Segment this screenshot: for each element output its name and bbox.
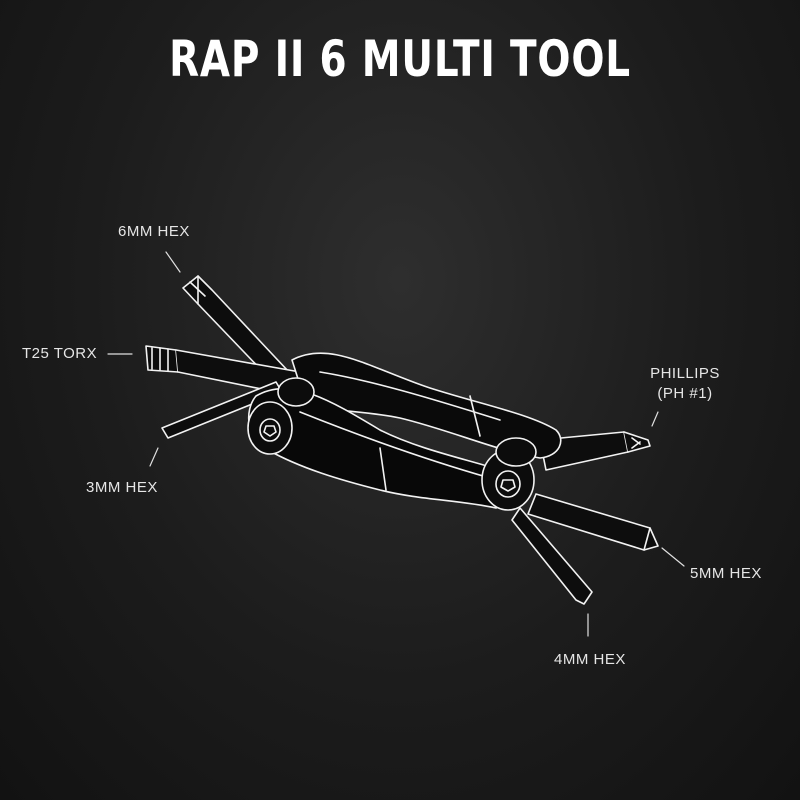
callout-phillips: PHILLIPS (PH #1)	[640, 364, 730, 404]
callout-3mm-hex: 3MM HEX	[86, 479, 158, 496]
callout-leaders	[107, 251, 685, 637]
hex-5mm-bit	[527, 493, 659, 551]
callout-5mm-hex: 5MM HEX	[690, 565, 762, 582]
callout-4mm-hex: 4MM HEX	[554, 651, 626, 668]
left-pivot-bolt	[247, 377, 315, 455]
hex-4mm-bit	[511, 507, 593, 605]
callout-6mm-hex: 6MM HEX	[118, 223, 190, 240]
page-title: RAP II 6 MULTI TOOL	[169, 30, 631, 88]
upper-side-plate	[291, 352, 562, 459]
phillips-bit	[539, 431, 651, 471]
callout-phillips-line2: (PH #1)	[657, 385, 713, 402]
callout-t25-torx: T25 TORX	[22, 345, 98, 362]
right-pivot-bolt	[481, 437, 537, 511]
callout-phillips-line1: PHILLIPS	[650, 365, 720, 382]
